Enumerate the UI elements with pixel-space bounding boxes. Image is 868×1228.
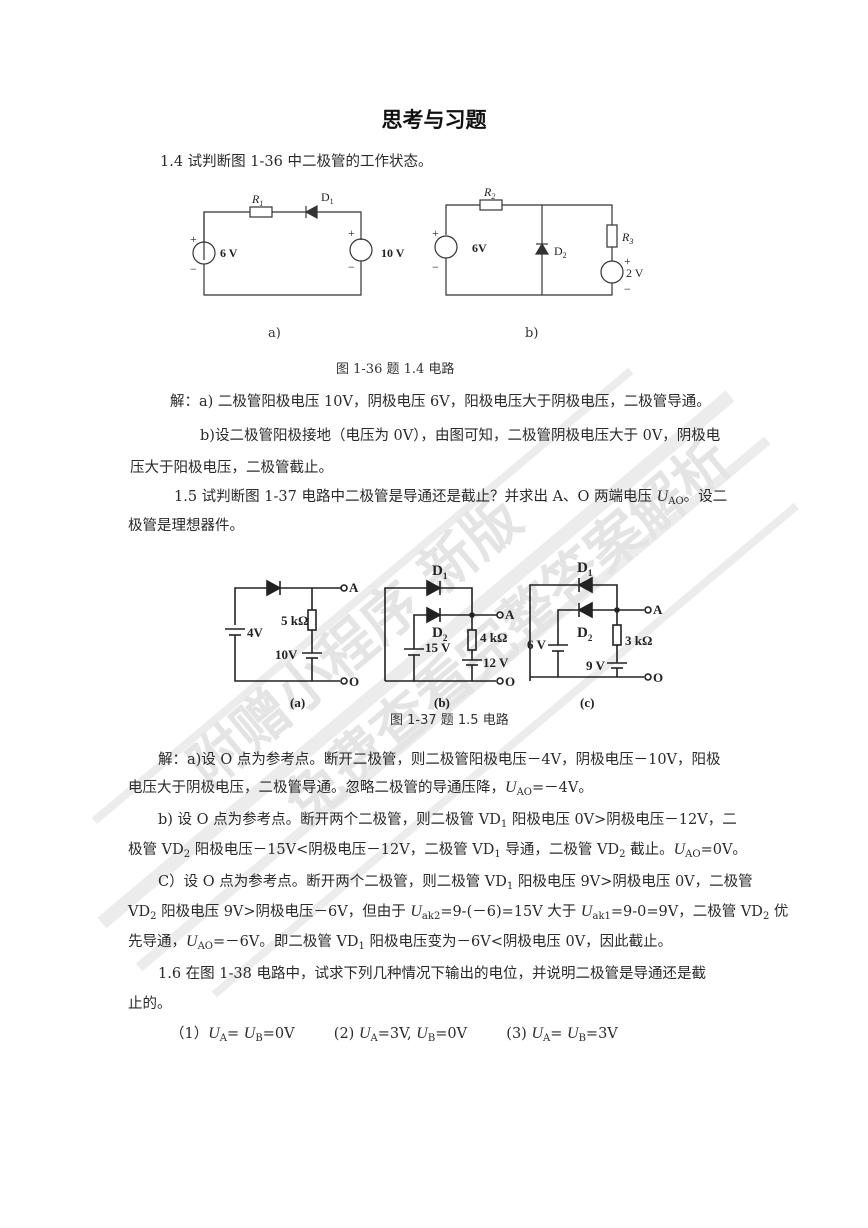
figure-1-36b-circuit: + − + − 6V 2 V R2 R3 D2 (432, 185, 644, 296)
resistor-r3-icon (606, 224, 618, 248)
figure-1-36a-circuit: + − + − 6 V 10 V R1 D1 (190, 190, 405, 296)
svg-text:O: O (349, 674, 359, 689)
svg-text:A: A (505, 607, 515, 622)
answer-1-5-a-line1: 解：a)设 O 点为参考点。断开二极管，则二极管阳极电压－4V，阴极电压－10V… (158, 752, 721, 768)
diode-d1-icon (577, 576, 593, 594)
answer-1-5-a-line2: 电压大于阴极电压，二极管导通。忽略二极管的导通压降，UAO=－4V。 (128, 779, 593, 798)
svg-text:(c): (c) (580, 695, 594, 710)
svg-text:O: O (505, 674, 515, 689)
answer-1-5-c-line1: C）设 O 点为参考点。断开两个二极管，则二极管 VD1 阳极电压 9V>阴极电… (158, 874, 753, 892)
svg-text:O: O (653, 670, 663, 685)
svg-text:D2: D2 (577, 625, 593, 643)
svg-text:(a): (a) (290, 695, 305, 710)
resistor-3k-icon (612, 624, 622, 646)
svg-text:R3: R3 (621, 230, 633, 246)
answer-1-5-b-line1: b) 设 O 点为参考点。断开两个二极管，则二极管 VD1 阳极电压 0V>阴极… (158, 812, 737, 830)
figure-1-36a-label: a) (268, 326, 281, 341)
svg-text:D1: D1 (321, 190, 334, 206)
svg-text:15 V: 15 V (425, 640, 451, 655)
svg-text:4 kΩ: 4 kΩ (480, 630, 507, 645)
svg-text:12 V: 12 V (483, 655, 509, 670)
svg-text:A: A (653, 602, 663, 617)
resistor-r2-icon (479, 199, 503, 211)
svg-text:(b): (b) (434, 695, 450, 710)
svg-text:D1: D1 (577, 560, 593, 578)
figure-1-36-caption: 图 1-36 题 1.4 电路 (336, 362, 455, 377)
svg-text:A: A (349, 580, 359, 595)
figure-1-37-caption: 图 1-37 题 1.5 电路 (390, 713, 509, 728)
svg-text:3 kΩ: 3 kΩ (625, 633, 652, 648)
svg-text:−: − (432, 260, 439, 274)
diode-d2-icon (534, 242, 550, 255)
figure-1-37-circuits: A O 4V 5 kΩ 10V (a) D1 D2 A O 15 V 4 kΩ … (225, 560, 663, 710)
svg-text:R2: R2 (483, 185, 495, 201)
svg-text:5 kΩ: 5 kΩ (281, 613, 308, 628)
answer-1-4-b-line1: b)设二极管阳极接地（电压为 0V），由图可知，二极管阴极电压大于 0V，阴极电 (200, 428, 721, 444)
answer-1-4-b-line2: 压大于阳极电压，二极管截止。 (130, 460, 333, 476)
question-1-5-prompt-line1: 1.5 试判断图 1-37 电路中二极管是导通还是截止？并求出 A、O 两端电压… (174, 488, 728, 507)
diode-d2-icon (426, 606, 442, 624)
answer-1-5-c-line2: VD2 阳极电压 9V>阴极电压－6V，但由于 Uak2=9-(－6)=15V … (128, 903, 789, 922)
svg-text:9 V: 9 V (586, 658, 606, 673)
svg-text:−: − (190, 262, 197, 276)
resistor-5k-icon (307, 609, 317, 631)
svg-text:D2: D2 (554, 244, 567, 260)
voltage-source-10v-icon (349, 238, 373, 262)
svg-text:+: + (190, 232, 197, 246)
question-1-6-prompt-line1: 1.6 在图 1-38 电路中，试求下列几种情况下输出的电位，并说明二极管是导通… (158, 966, 706, 982)
figure-1-36b-label: b) (525, 326, 539, 341)
svg-text:6V: 6V (472, 241, 487, 255)
circuit-a (225, 579, 348, 685)
resistor-4k-icon (467, 629, 477, 651)
question-1-5-prompt-line2: 极管是理想器件。 (128, 518, 244, 534)
svg-text:6 V: 6 V (527, 637, 547, 652)
question-1-6-cases: （1）UA= UB=0V (2) UA=3V, UB=0V (3) UA= UB… (170, 1024, 618, 1049)
resistor-r1-icon (249, 206, 273, 218)
answer-1-5-b-line2: 极管 VD2 阳极电压－15V<阴极电压－12V，二极管 VD1 导通，二极管 … (128, 841, 747, 860)
svg-text:10 V: 10 V (381, 246, 405, 260)
svg-text:−: − (624, 282, 631, 296)
question-1-4-prompt: 1.4 试判断图 1-36 中二极管的工作状态。 (160, 154, 433, 170)
case-2: (2) UA=3V, UB=0V (333, 1025, 468, 1044)
case-1: （1）UA= UB=0V (170, 1025, 295, 1044)
diode-d1-icon (426, 579, 442, 597)
diode-d2-icon (577, 601, 593, 619)
svg-text:R1: R1 (251, 192, 263, 208)
svg-text:2 V: 2 V (626, 266, 644, 280)
diode-d1-icon (304, 204, 318, 220)
svg-text:6 V: 6 V (220, 246, 238, 260)
case-3: (3) UA= UB=3V (506, 1025, 618, 1044)
voltage-source-2v-icon (600, 260, 624, 284)
diode-icon (266, 579, 282, 597)
svg-text:+: + (432, 226, 439, 240)
svg-text:−: − (348, 260, 355, 274)
answer-1-5-c-line3: 先导通，UAO=－6V。即二极管 VD1 阳极电压变为－6V<阴极电压 0V，因… (128, 933, 673, 952)
svg-text:D1: D1 (432, 563, 448, 581)
page-title: 思考与习题 (381, 108, 487, 132)
svg-text:+: + (624, 254, 631, 268)
answer-1-4-a: 解：a) 二极管阳极电压 10V，阴极电压 6V，阳极电压大于阴极电压，二极管导… (170, 394, 711, 410)
svg-text:+: + (348, 226, 355, 240)
question-1-6-prompt-line2: 止的。 (128, 996, 172, 1012)
svg-text:4V: 4V (247, 625, 264, 640)
svg-text:10V: 10V (275, 647, 298, 662)
